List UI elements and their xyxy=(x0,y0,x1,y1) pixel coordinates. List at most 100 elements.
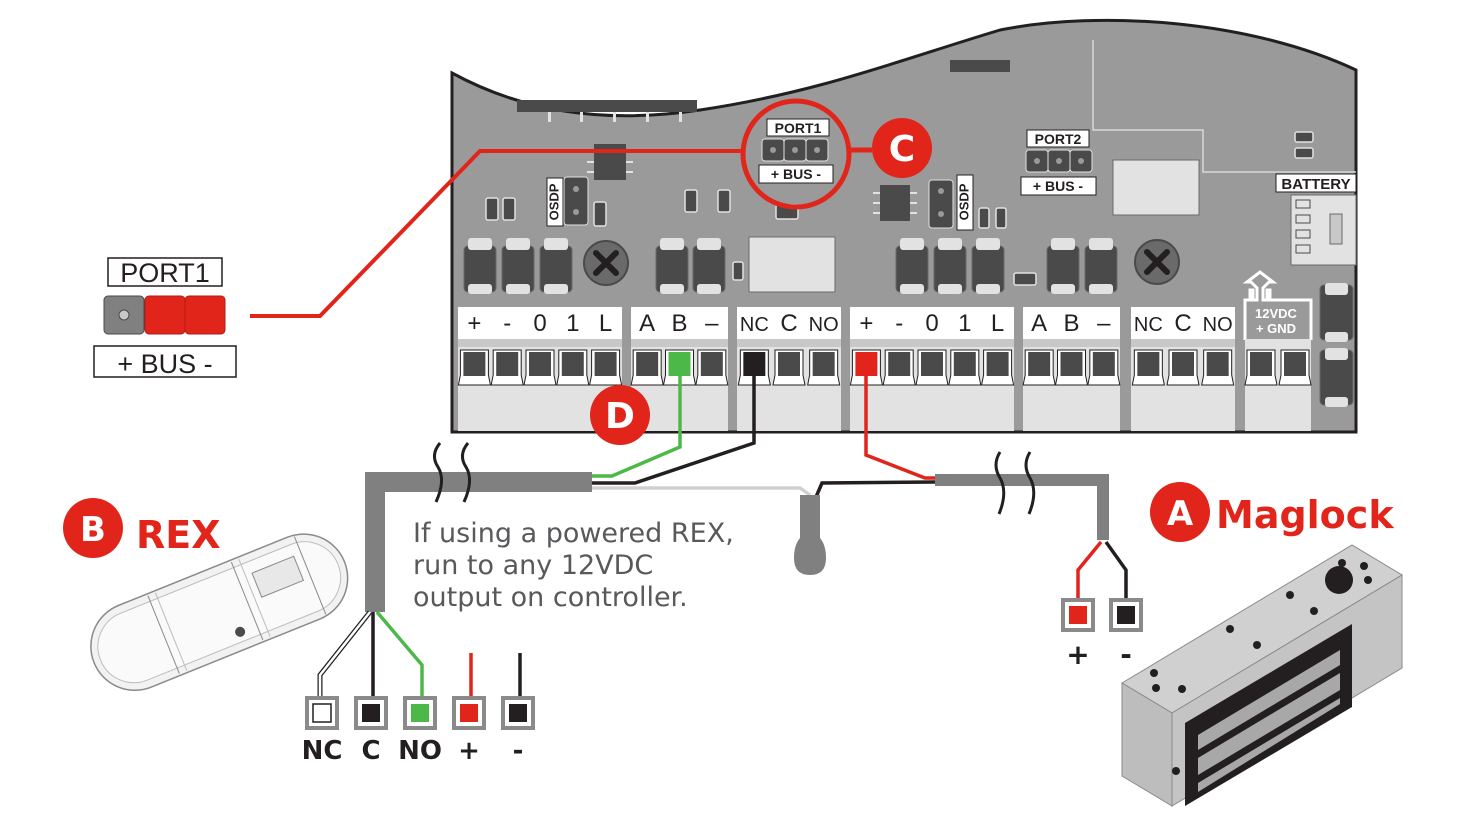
inset-pin-bus-b xyxy=(184,295,226,335)
callout-d-letter: D xyxy=(605,396,635,437)
terminal-label: 0 xyxy=(533,310,546,337)
terminal-label: NO xyxy=(809,314,839,336)
capacitor xyxy=(895,238,929,294)
controller-board: OSDP OSDP PORT1 + BUS - PORT2 xyxy=(450,18,1358,434)
smd-components xyxy=(485,131,1314,286)
osdp-label: OSDP xyxy=(546,183,561,220)
rex-terminal[interactable]: - xyxy=(501,696,535,766)
callout-b-letter: B xyxy=(80,510,106,550)
osdp-label: OSDP xyxy=(956,183,971,220)
board-top-connector xyxy=(950,60,1010,72)
wire-gray-power xyxy=(592,486,812,497)
rex-terminal[interactable]: C xyxy=(354,696,388,766)
power-label-line2: + GND xyxy=(1256,321,1296,336)
capacitor xyxy=(655,238,689,294)
terminal-screw[interactable] xyxy=(457,349,492,386)
terminal-screw[interactable] xyxy=(1166,349,1200,386)
wire-black-maglock xyxy=(814,480,936,498)
capacitor xyxy=(1046,238,1080,294)
rex-terminal[interactable]: NO xyxy=(398,696,442,766)
capacitor xyxy=(971,238,1005,294)
terminal-block-12vdc xyxy=(1244,339,1312,431)
rex-sensor-device xyxy=(90,533,349,692)
board-port2: PORT2 + BUS - xyxy=(1020,129,1097,196)
terminal-screw[interactable] xyxy=(588,349,623,386)
capacitor xyxy=(501,238,535,294)
terminal-screw[interactable] xyxy=(882,349,916,386)
terminal-screw[interactable] xyxy=(1131,349,1165,386)
callout-a-letter: A xyxy=(1167,494,1194,534)
terminal-screw[interactable] xyxy=(523,349,557,386)
terminal-screw[interactable] xyxy=(1054,349,1089,386)
terminal-label: C xyxy=(1174,310,1191,337)
terminal-label: 1 xyxy=(566,310,579,337)
terminal-label: B xyxy=(671,310,687,337)
terminal-screw[interactable] xyxy=(807,349,841,386)
capacitor xyxy=(1084,238,1118,294)
screw-icon xyxy=(583,240,629,286)
terminal-screw[interactable] xyxy=(490,349,524,386)
capacitor xyxy=(933,238,967,294)
maglock-terminal[interactable]: - xyxy=(1109,598,1143,671)
rex-terminal-label: NO xyxy=(398,736,442,766)
terminal-screw[interactable] xyxy=(1087,349,1121,386)
rex-terminal-label: NC xyxy=(302,736,343,766)
terminal-screw[interactable] xyxy=(1244,349,1278,386)
rex-terminal-label: - xyxy=(513,736,524,766)
terminal-label: – xyxy=(1097,310,1111,337)
terminal-screw[interactable] xyxy=(915,349,949,386)
terminal-label: NC xyxy=(740,314,769,336)
connector-pins xyxy=(548,112,682,122)
wire-red-maglock xyxy=(864,362,935,480)
port1-inset: PORT1 + BUS - xyxy=(93,257,237,379)
capacitor xyxy=(539,238,573,294)
capacitor-row xyxy=(463,238,1118,294)
power-label-line1: 12VDC xyxy=(1255,306,1298,321)
callout-a: A Maglock xyxy=(1150,482,1394,542)
port2-title: PORT2 xyxy=(1035,131,1082,147)
maglock-terminal[interactable]: + xyxy=(1061,598,1095,671)
port1-leader-line xyxy=(250,149,745,318)
terminal-screw[interactable] xyxy=(1278,349,1312,386)
maglock-cable xyxy=(935,474,1109,540)
terminal-label: - xyxy=(895,310,903,337)
terminal-screw[interactable] xyxy=(695,349,729,386)
ic-chip xyxy=(873,185,917,221)
terminal-label: NC xyxy=(1134,314,1163,336)
terminal-screw[interactable] xyxy=(948,349,982,386)
maglock-device xyxy=(1121,544,1403,807)
side-capacitors xyxy=(1319,284,1354,406)
terminal-screw[interactable] xyxy=(556,349,590,386)
rex-terminal[interactable]: NC xyxy=(302,696,343,766)
screw-icon xyxy=(1134,239,1180,285)
terminal-screw[interactable] xyxy=(1201,349,1235,386)
terminal-screw[interactable] xyxy=(1022,349,1056,386)
wire-black-c xyxy=(592,362,756,485)
terminal-label: 1 xyxy=(958,310,971,337)
inset-pin-bus-a xyxy=(144,295,186,335)
rex-cable xyxy=(365,472,592,612)
osdp-jumper-1: OSDP xyxy=(546,176,589,227)
terminal-screw[interactable] xyxy=(772,349,806,386)
terminal-label: + xyxy=(859,310,873,337)
relay-block xyxy=(1112,159,1200,216)
terminal-label: NO xyxy=(1203,314,1233,336)
osdp-jumper-2: OSDP xyxy=(928,174,974,231)
terminal-label: L xyxy=(991,310,1004,337)
rex-terminal-label: + xyxy=(458,736,480,766)
cable-break-marks xyxy=(433,442,1036,515)
terminal-label: B xyxy=(1063,310,1079,337)
battery-connector: BATTERY xyxy=(1275,173,1357,266)
terminal-screw[interactable] xyxy=(630,349,664,386)
maglock-terminal-row: +- xyxy=(1061,598,1143,671)
callout-b-label: REX xyxy=(136,513,221,557)
power-output-12vdc: 12VDC + GND xyxy=(1242,270,1313,340)
terminal-screw[interactable] xyxy=(980,349,1015,386)
callout-a-label: Maglock xyxy=(1216,493,1394,537)
rex-terminal[interactable]: + xyxy=(452,696,486,766)
inset-port1-title: PORT1 xyxy=(120,258,210,288)
